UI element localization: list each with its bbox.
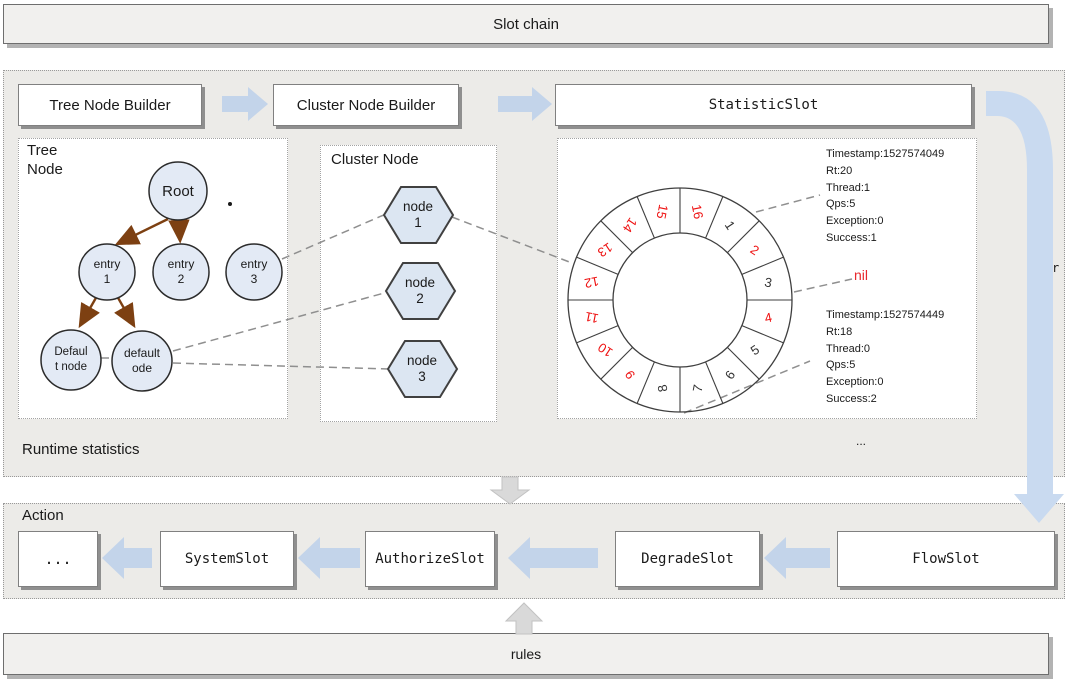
- nil-label: nil: [854, 267, 869, 283]
- r-label: r: [1052, 261, 1060, 275]
- root-node-label: Root: [162, 182, 194, 200]
- down-arrow-runtime-to-action: [489, 476, 531, 505]
- tree-node-builder-box: Tree Node Builder: [18, 84, 202, 126]
- node2-label: node 2: [404, 275, 436, 306]
- action-label: Action: [22, 507, 64, 524]
- degrade-slot-box: DegradeSlot: [615, 531, 760, 587]
- default-ode-label: default ode: [123, 346, 161, 375]
- default-node-label: Defaul t node: [54, 346, 88, 373]
- up-arrow-rules-to-action: [504, 602, 544, 635]
- tree-node-label: Tree Node: [27, 142, 63, 178]
- stat-bucket-2-text: Timestamp:1527574449 Rt:18 Thread:0 Qps:…: [826, 309, 945, 405]
- entry1-label: entry 1: [93, 257, 121, 286]
- entry3-label: entry 3: [240, 257, 268, 286]
- cluster-node-label: Cluster Node: [331, 151, 419, 168]
- node1-label: node 1: [402, 199, 434, 230]
- slot-chain-banner: Slot chain: [3, 4, 1049, 44]
- flow-slot-box: FlowSlot: [837, 531, 1055, 587]
- stats-ellipsis: ...: [856, 434, 867, 448]
- ellipsis-slot-box: ...: [18, 531, 98, 587]
- statistic-slot-box: StatisticSlot: [555, 84, 972, 126]
- cluster-node-builder-box: Cluster Node Builder: [273, 84, 459, 126]
- rules-banner: rules: [3, 633, 1049, 675]
- authorize-slot-box: AuthorizeSlot: [365, 531, 495, 587]
- stat-bucket-1-text: Timestamp:1527574049 Rt:20 Thread:1 Qps:…: [826, 148, 945, 244]
- runtime-statistics-label: Runtime statistics: [22, 441, 140, 458]
- system-slot-box: SystemSlot: [160, 531, 294, 587]
- node3-label: node 3: [406, 353, 438, 384]
- entry2-label: entry 2: [167, 257, 195, 286]
